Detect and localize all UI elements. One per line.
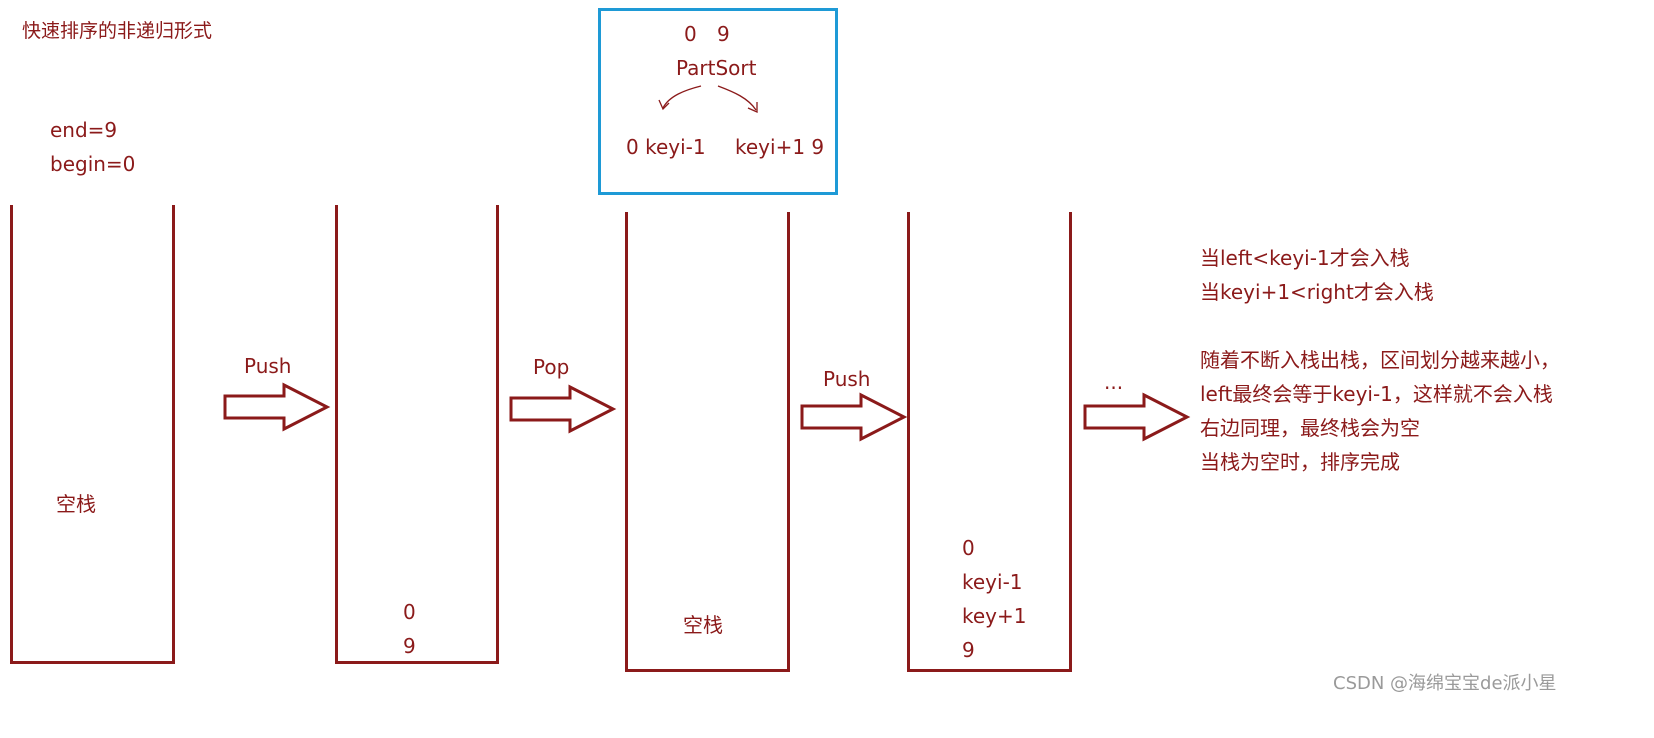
begin-label: begin=0 — [50, 152, 136, 176]
stack-4-item: key+1 — [962, 604, 1027, 628]
diagram-title: 快速排序的非递归形式 — [22, 20, 213, 42]
partsort-right-sub: keyi+1 9 — [735, 135, 825, 159]
stack-1 — [10, 205, 175, 664]
arrow-2-label: Pop — [533, 355, 570, 379]
stack-3 — [625, 212, 790, 672]
arrow-4-label: ... — [1104, 370, 1124, 394]
note-line: 当keyi+1<right才会入栈 — [1200, 280, 1434, 304]
end-label: end=9 — [50, 118, 118, 142]
partsort-label: PartSort — [676, 56, 757, 80]
partsort-box — [598, 8, 838, 195]
stack-3-empty-label: 空栈 — [683, 613, 723, 637]
stack-4-item: keyi-1 — [962, 570, 1023, 594]
watermark: CSDN @海绵宝宝de派小星 — [1333, 673, 1557, 694]
note-line: 右边同理，最终栈会为空 — [1200, 416, 1420, 440]
push-arrow-icon — [800, 392, 908, 442]
note-line: 当栈为空时，排序完成 — [1200, 450, 1400, 474]
stack-2-item: 0 — [403, 600, 416, 624]
push-arrow-icon — [223, 382, 331, 432]
partsort-left-branch-icon — [658, 85, 702, 111]
stack-4 — [907, 212, 1072, 672]
arrow-1-label: Push — [244, 354, 292, 378]
arrow-3-label: Push — [823, 367, 871, 391]
stack-4-item: 0 — [962, 536, 975, 560]
partsort-range-right: 9 — [717, 22, 730, 46]
note-line: left最终会等于keyi-1，这样就不会入栈 — [1200, 382, 1553, 406]
stack-1-empty-label: 空栈 — [56, 492, 96, 516]
stack-2-item: 9 — [403, 634, 416, 658]
partsort-range-left: 0 — [684, 22, 697, 46]
note-line: 随着不断入栈出栈，区间划分越来越小， — [1200, 348, 1560, 372]
partsort-right-branch-icon — [717, 85, 758, 114]
note-line: 当left<keyi-1才会入栈 — [1200, 246, 1410, 270]
continue-arrow-icon — [1083, 392, 1191, 442]
partsort-left-sub: 0 keyi-1 — [626, 135, 706, 159]
stack-2 — [335, 205, 499, 664]
pop-arrow-icon — [509, 384, 617, 434]
stack-4-item: 9 — [962, 638, 975, 662]
